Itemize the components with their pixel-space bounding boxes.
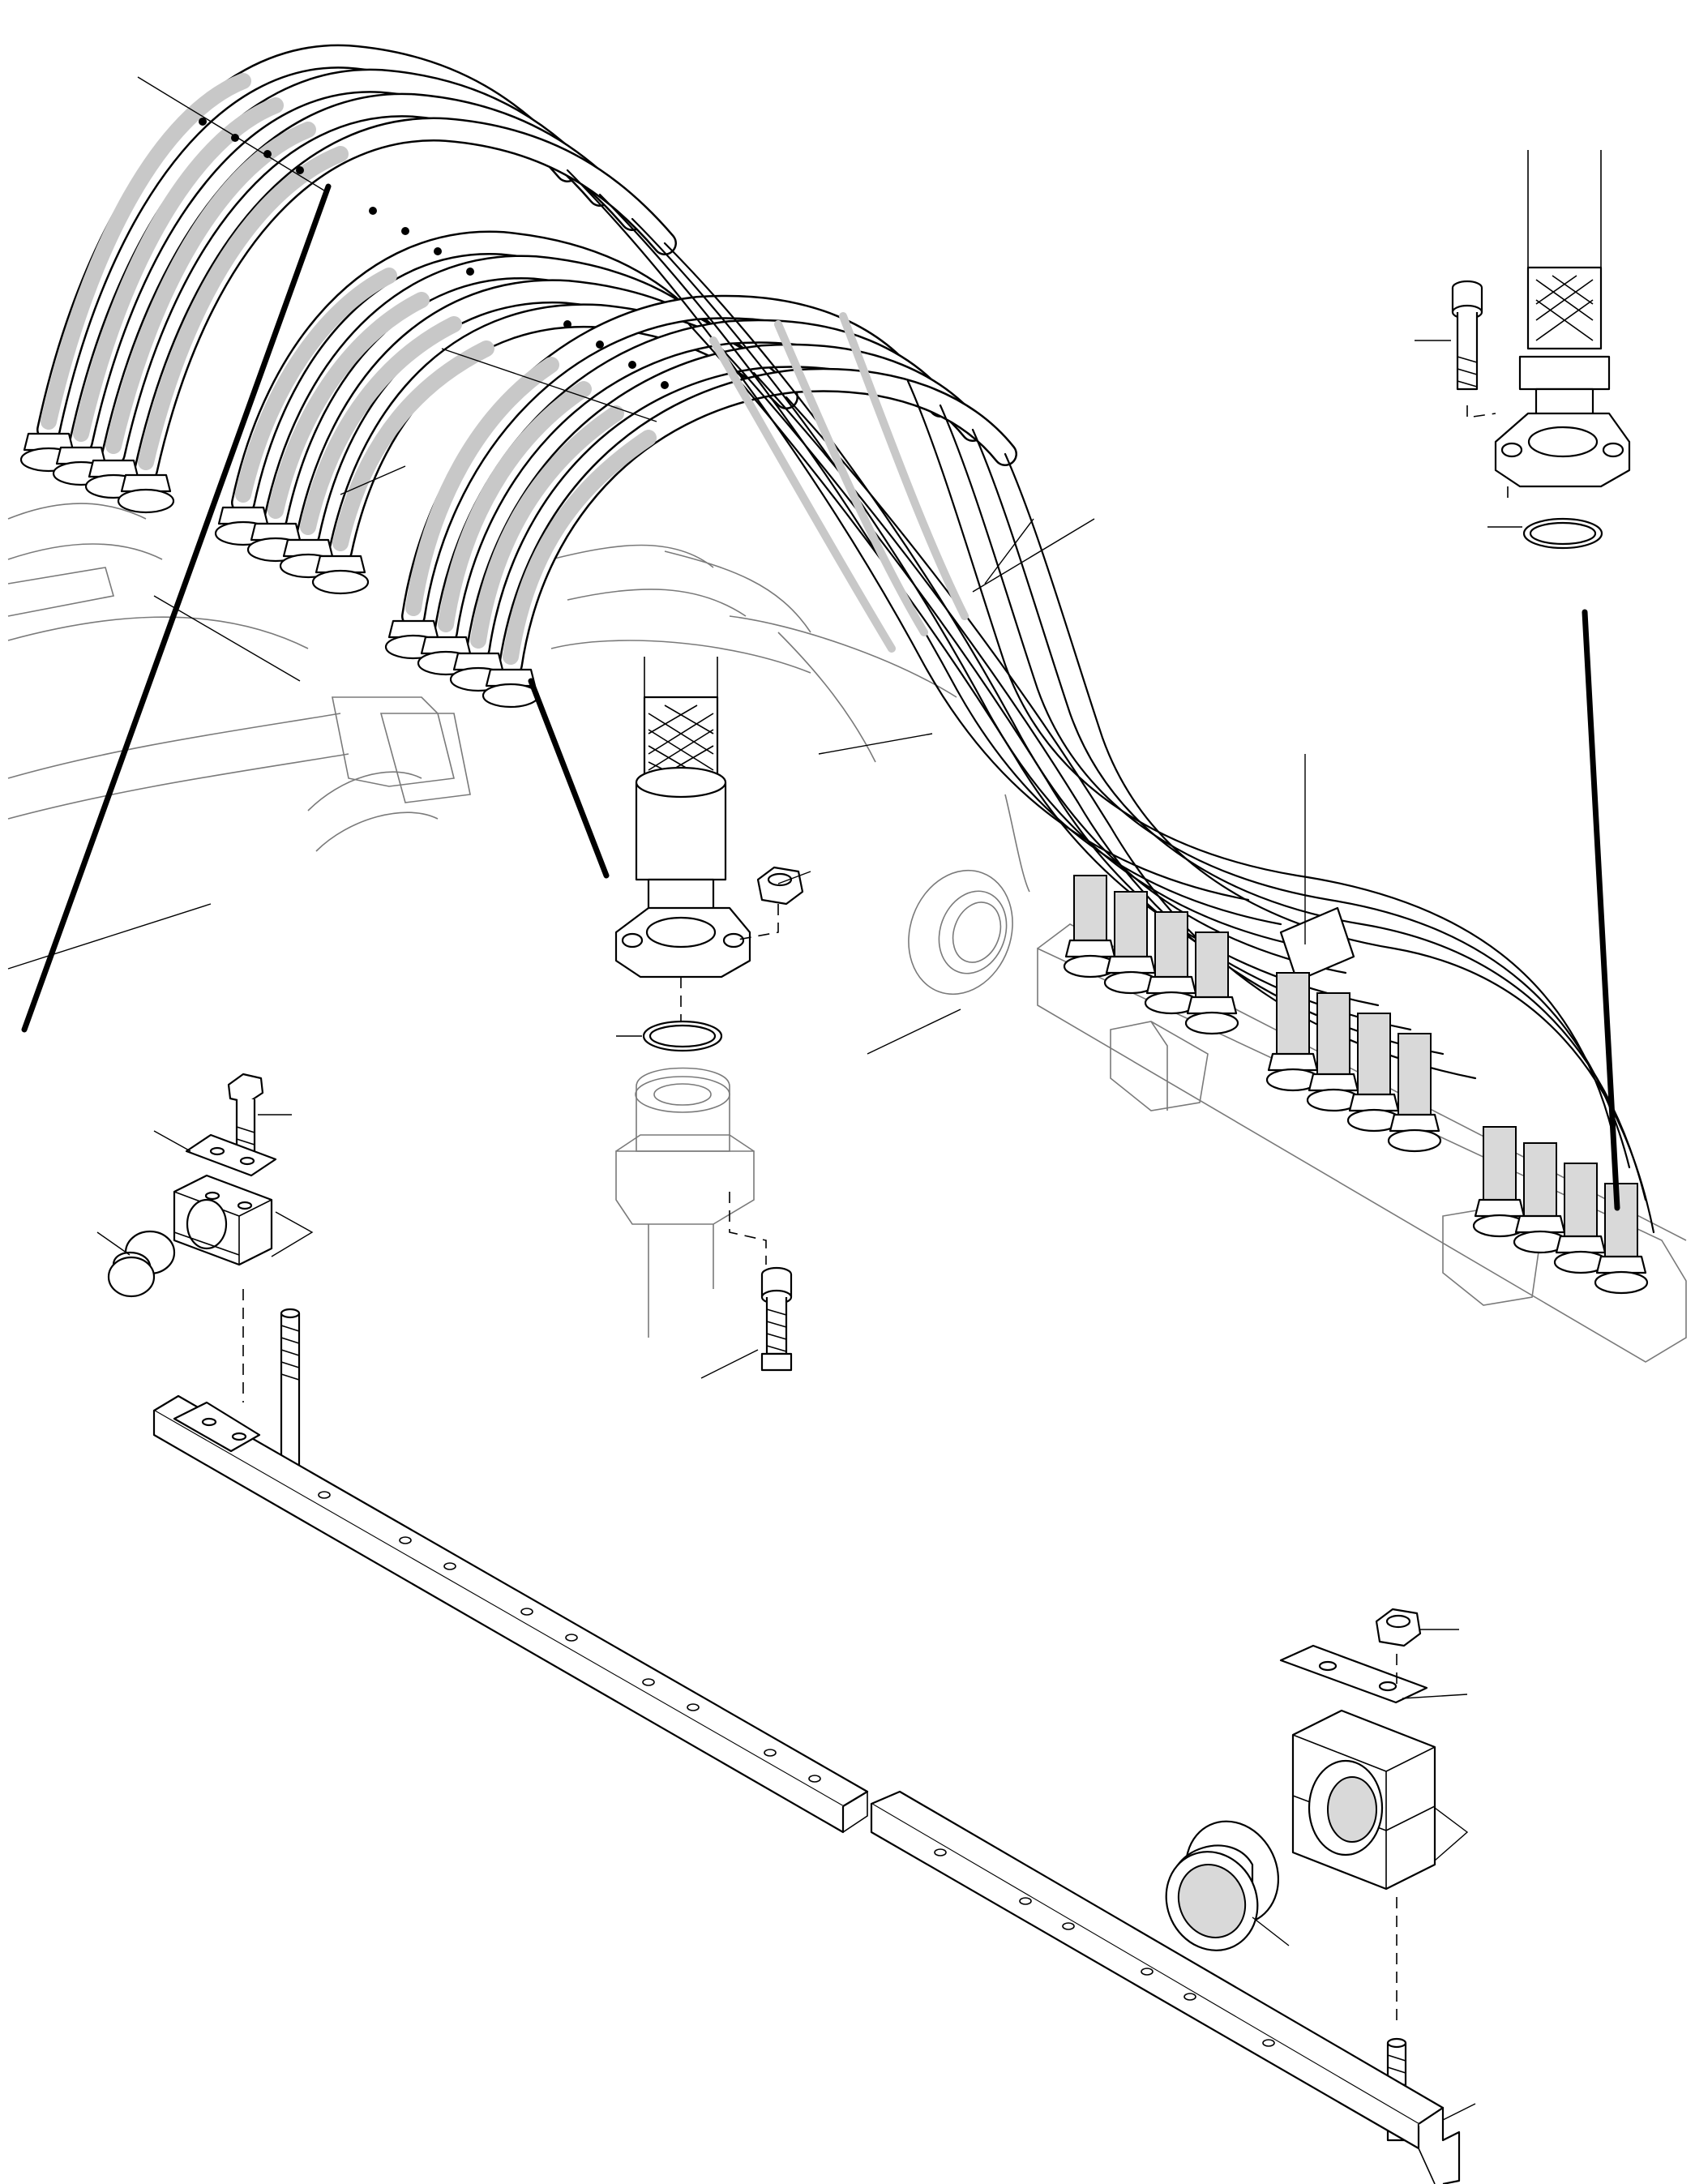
hose-sequence-dots <box>199 118 669 389</box>
hex-nut-right <box>1375 1608 1422 1647</box>
grommet <box>908 869 1013 996</box>
threaded-stud-left <box>280 1308 301 1477</box>
hex-nut-center <box>756 866 804 906</box>
plug-left <box>107 1230 176 1298</box>
hex-bolt-left <box>227 1073 264 1161</box>
clamp-assembly-right <box>1165 1608 1436 2142</box>
hose-flange-detail-center <box>614 657 804 1372</box>
hose-bundle <box>36 44 1655 1234</box>
hose-flange-detail-top-right <box>1451 150 1631 550</box>
hose-end-fittings-arch <box>19 432 540 709</box>
leader-lines <box>7 76 1522 2121</box>
plug-right <box>1165 1820 1280 1951</box>
rail-holes <box>318 1491 1275 2047</box>
socket-head-cap-screw-center <box>760 1266 793 1372</box>
machine-frame-ghost <box>7 503 1030 893</box>
socket-head-cap-screw-top-right <box>1451 280 1483 391</box>
clamp-assembly-left <box>107 1073 301 1477</box>
support-rail <box>152 1394 1461 2184</box>
hose-end-fittings-valve <box>1063 875 1649 1295</box>
detail-pointer-lines <box>21 183 1620 1211</box>
